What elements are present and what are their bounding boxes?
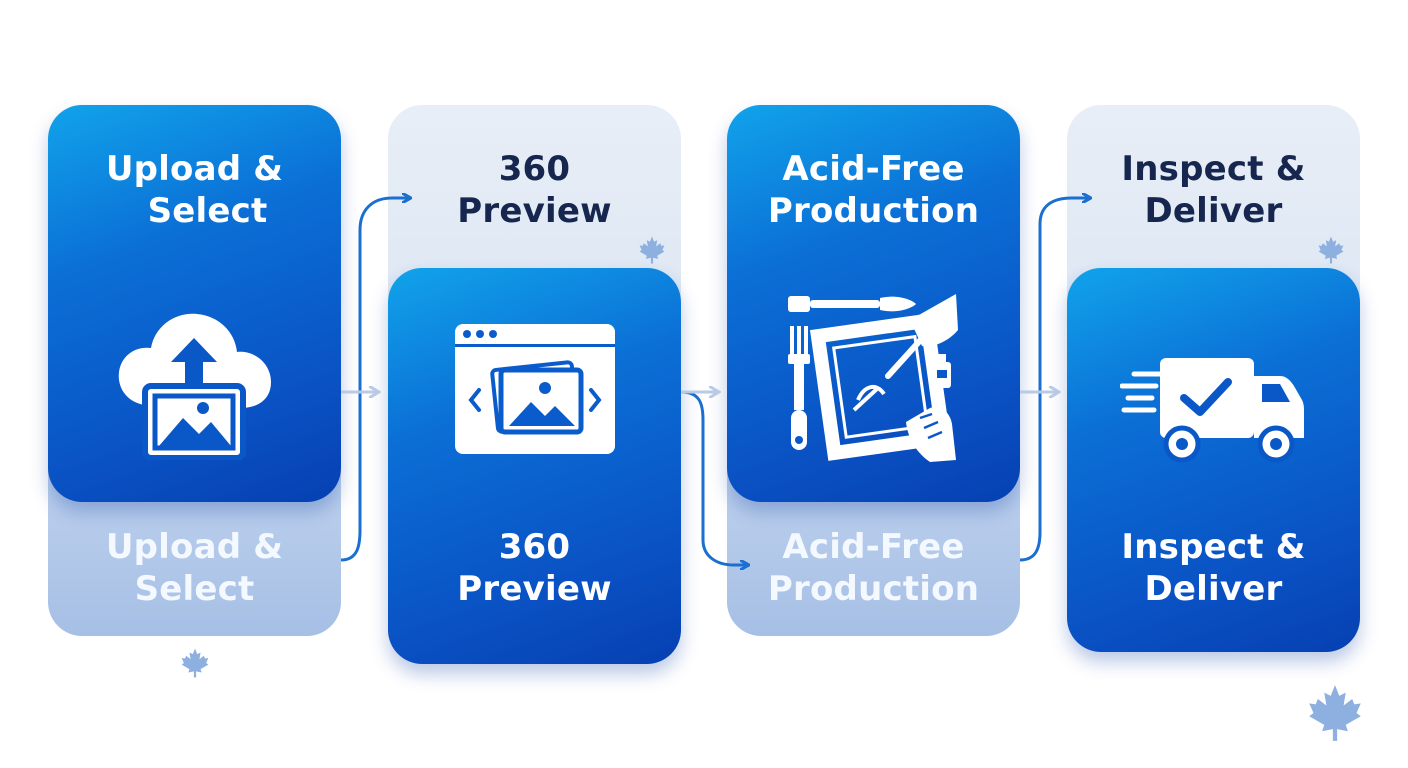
delivery-truck-check-icon (1120, 358, 1304, 463)
maple-leaf-icon (1309, 685, 1361, 741)
connector-3-4 (1019, 198, 1090, 562)
connector-1-2 (340, 198, 410, 562)
maple-leaf-icon (181, 648, 209, 678)
cloud-upload-image-icon (118, 313, 271, 460)
step-4-title: Inspect & Deliver (1121, 149, 1306, 231)
step-1-repeat-title: Upload & Select (105, 527, 284, 609)
step-2-title: 360 Preview (457, 149, 612, 231)
step-1-title: Upload & Select (105, 149, 284, 231)
connector-2-3 (680, 390, 748, 565)
framing-tools-icon (788, 294, 958, 462)
step-4-card (1067, 268, 1360, 652)
step-4-repeat-title: Inspect & Deliver (1121, 527, 1306, 609)
browser-gallery-icon (455, 324, 615, 454)
maple-leaf-icon (1318, 236, 1344, 264)
step-3-title: Acid-Free Production (767, 149, 980, 231)
step-2-repeat-title: 360 Preview (457, 527, 612, 609)
maple-leaf-icon (639, 236, 665, 264)
step-3-repeat-title: Acid-Free Production (767, 527, 980, 609)
